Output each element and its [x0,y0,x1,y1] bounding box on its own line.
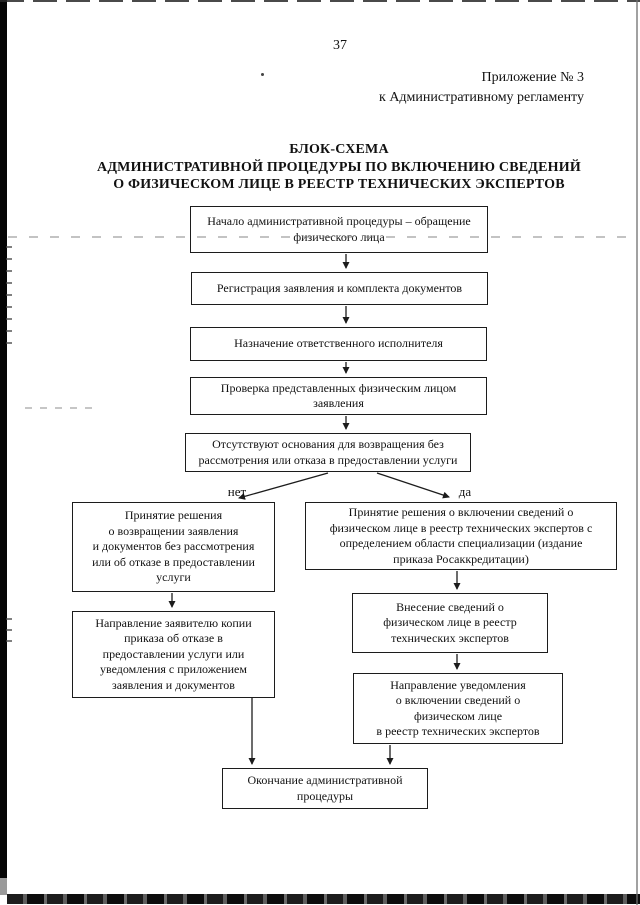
flow-node-register: Регистрация заявления и комплекта докуме… [191,272,488,305]
flow-node-decision-include: Принятие решения о включении сведений о … [305,502,617,570]
scan-artifact-margin-ticks-2 [6,618,12,646]
scan-artifact-left-border-fade [0,878,7,895]
flow-node-assign-executor: Назначение ответственного исполнителя [190,327,487,361]
scan-artifact-right-line [636,0,638,905]
branch-label-yes: да [458,484,472,499]
flow-node-end: Окончание административной процедуры [222,768,428,809]
scan-artifact-small-dash [25,407,95,409]
arrow-branch-yes [376,472,450,499]
page-number: 37 [333,38,347,53]
scan-artifact-bottom-bar [7,894,640,904]
scan-artifact-margin-ticks [6,246,12,346]
flow-node-send-notice: Направление уведомления о включении свед… [353,673,563,744]
branch-label-no: нет [227,484,247,499]
flow-node-start: Начало административной процедуры – обра… [190,206,488,253]
flow-node-enter-registry: Внесение сведений о физическом лице в ре… [352,593,548,653]
flow-node-check-application: Проверка представленных физическим лицом… [190,377,487,415]
appendix-reference: Приложение № 3 к Административному регла… [379,70,584,105]
scan-artifact-top-line [0,0,640,2]
document-title: БЛОК-СХЕМА АДМИНИСТРАТИВНОЙ ПРОЦЕДУРЫ ПО… [97,142,581,192]
flow-node-no-grounds: Отсутствуют основания для возвращения бе… [185,433,471,472]
flow-node-decision-return: Принятие решения о возвращении заявления… [72,502,275,592]
scan-artifact-left-border [0,0,7,878]
flow-node-send-copy: Направление заявителю копии приказа об о… [72,611,275,698]
